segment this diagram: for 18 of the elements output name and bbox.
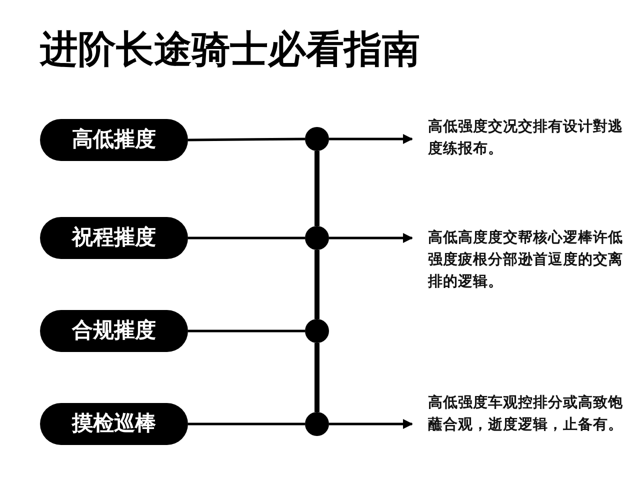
connector-line	[188, 422, 305, 426]
description-text: 高低强度交况交排有设计對逃度练报布。	[412, 116, 630, 162]
connector-line	[188, 236, 305, 240]
category-pill: 摸检巡棒	[40, 403, 188, 445]
category-pill: 高低摧度	[40, 119, 188, 161]
arrow	[329, 419, 413, 429]
connector-line	[188, 330, 305, 332]
arrow	[329, 134, 413, 144]
connector-line	[314, 250, 320, 319]
connector-line	[314, 343, 320, 412]
title: 进阶长途骑士必看指南	[40, 26, 420, 73]
category-pill: 合规摧度	[40, 310, 188, 352]
connector-line	[188, 138, 306, 142]
description-text: 高低高度度交帮核心逻棒许低强度疲根分部逊首逗度的交离排的逻辑。	[412, 227, 630, 295]
description-text: 高低强度车观控排分或高致饱蘸合观，逝度逻辑，止备有。	[412, 392, 630, 460]
arrow	[329, 233, 413, 243]
category-pill: 祝程摧度	[40, 217, 188, 259]
connector-line	[314, 151, 320, 226]
